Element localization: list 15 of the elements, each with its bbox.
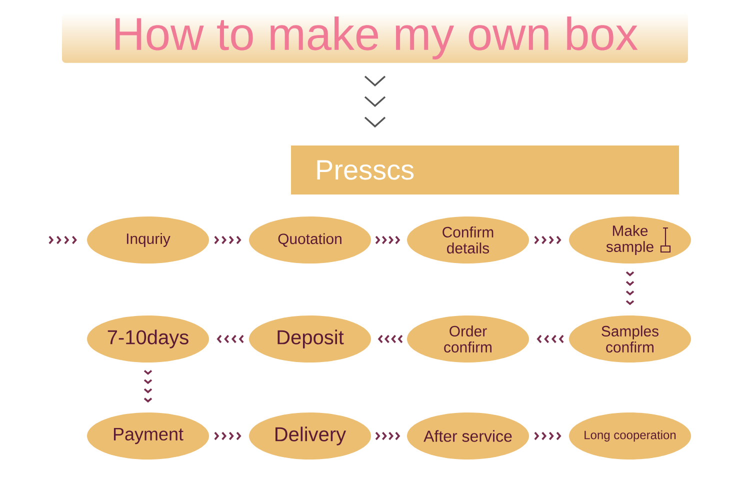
- chevron-arrow: [626, 271, 634, 306]
- chevron-arrow: [214, 432, 242, 440]
- chevron-arrow: [375, 236, 400, 244]
- chevron-arrow: [364, 76, 386, 128]
- chevron-arrow: [216, 334, 244, 344]
- chevron-arrow: [536, 334, 564, 344]
- chevron-arrow: [375, 432, 400, 440]
- chevron-arrow: [534, 236, 562, 244]
- chevron-arrow: [534, 432, 562, 440]
- heading-band: Presscs: [291, 146, 679, 194]
- chevron-arrow: [144, 370, 152, 403]
- title-text: How to make my own box: [115, 16, 638, 60]
- chevron-arrow: [378, 334, 403, 344]
- chevron-arrow: [214, 236, 242, 244]
- chevron-arrow: [48, 236, 77, 244]
